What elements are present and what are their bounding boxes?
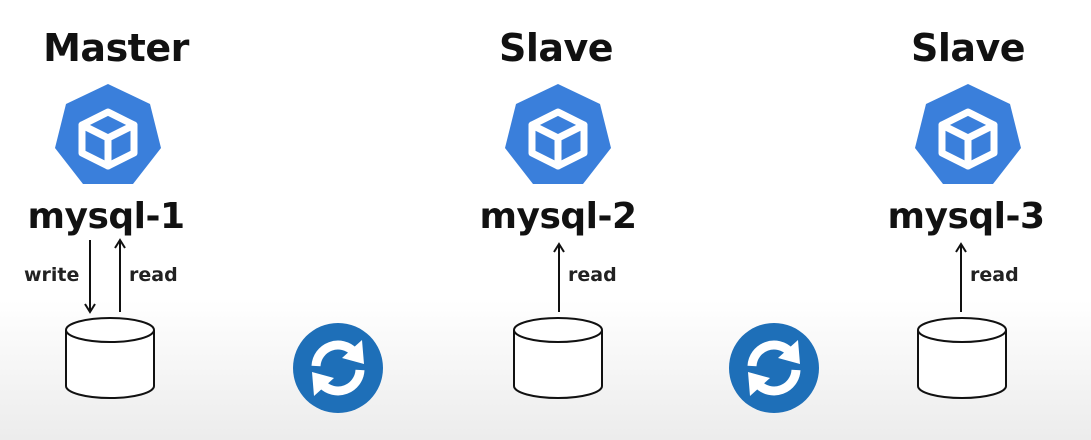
read-arrow: [955, 242, 967, 312]
database-cylinder-icon: [65, 317, 155, 399]
read-label: read: [129, 264, 178, 286]
pod-name-label: mysql-3: [887, 196, 1045, 237]
sync-refresh-icon: [729, 323, 819, 413]
kubernetes-pod-icon: [55, 84, 161, 184]
kubernetes-pod-icon: [915, 84, 1021, 184]
read-label: read: [568, 264, 617, 286]
node-role-label: Slave: [910, 26, 1026, 70]
database-cylinder-icon: [917, 317, 1007, 399]
node-role-label: Slave: [498, 26, 614, 70]
write-label: write: [24, 264, 80, 286]
read-arrow: [553, 242, 565, 312]
write-arrow: [84, 240, 96, 314]
read-arrow: [114, 238, 126, 312]
pod-name-label: mysql-2: [479, 196, 637, 237]
node-role-label: Master: [43, 26, 189, 70]
database-cylinder-icon: [513, 317, 603, 399]
kubernetes-pod-icon: [505, 84, 611, 184]
sync-refresh-icon: [293, 323, 383, 413]
pod-name-label: mysql-1: [27, 196, 185, 237]
read-label: read: [970, 264, 1019, 286]
